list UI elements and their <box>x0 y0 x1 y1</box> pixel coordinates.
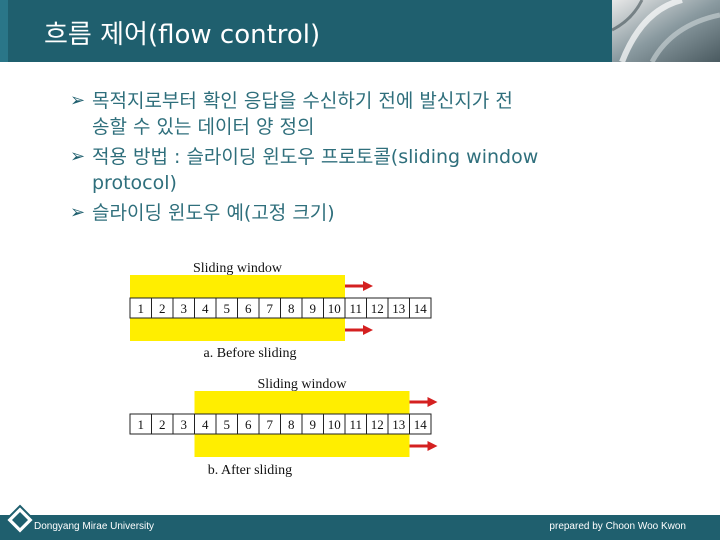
title-bar: 흐름 제어(flow control) <box>0 0 720 62</box>
before-frame-number: 6 <box>245 301 252 316</box>
before-arrow-top-head <box>363 281 373 291</box>
before-frame-number: 1 <box>138 301 145 316</box>
after-frame-number: 6 <box>245 417 252 432</box>
bullet-line: 슬라이딩 윈도우 예(고정 크기) <box>92 202 335 224</box>
before-frame-number: 7 <box>267 301 274 316</box>
bullet-line: 송할 수 있는 데이터 양 정의 <box>92 116 315 138</box>
before-frame-number: 14 <box>414 301 428 316</box>
bullet-line: 적용 방법 : 슬라이딩 윈도우 프로토콜(sliding window <box>92 146 539 168</box>
after-frame-number: 4 <box>202 417 209 432</box>
after-caption: b. After sliding <box>208 463 292 478</box>
before-caption: a. Before sliding <box>204 346 297 361</box>
footer-bar: Dongyang Mirae University prepared by Ch… <box>0 515 720 540</box>
before-frame-number: 3 <box>181 301 188 316</box>
after-frame-cell <box>409 413 432 435</box>
before-frame-number: 9 <box>310 301 317 316</box>
after-frame-number: 11 <box>349 417 362 432</box>
before-frame-number: 12 <box>371 301 384 316</box>
before-frame-number: 2 <box>159 301 166 316</box>
after-frame-number: 8 <box>288 417 295 432</box>
after-frame-number: 2 <box>159 417 166 432</box>
diamond-logo-icon <box>4 504 36 536</box>
after-frame-number: 1 <box>138 417 145 432</box>
before-frame-number: 11 <box>349 301 362 316</box>
bullet-arrow-icon: ➢ <box>70 202 86 223</box>
footer-author: prepared by Choon Woo Kwon <box>549 521 686 532</box>
before-frame-number: 8 <box>288 301 295 316</box>
after-frame-number: 10 <box>328 417 341 432</box>
after-window-label: Sliding window <box>257 377 347 392</box>
bullet-item: ➢ 목적지로부터 확인 응답을 수신하기 전에 발신지가 전 송할 수 있는 데… <box>70 88 690 140</box>
after-frame-number: 14 <box>414 417 428 432</box>
after-frame-number: 5 <box>224 417 231 432</box>
after-frame-number: 3 <box>181 417 188 432</box>
bullet-list: ➢ 목적지로부터 확인 응답을 수신하기 전에 발신지가 전 송할 수 있는 데… <box>70 88 690 230</box>
bullet-arrow-icon: ➢ <box>70 90 86 111</box>
after-frame-number: 7 <box>267 417 274 432</box>
after-arrow-top-head <box>427 397 438 407</box>
before-frame-number: 4 <box>202 301 209 316</box>
bullet-line: 목적지로부터 확인 응답을 수신하기 전에 발신지가 전 <box>92 90 513 112</box>
before-frame-number: 13 <box>392 301 405 316</box>
bullet-item: ➢ 슬라이딩 윈도우 예(고정 크기) <box>70 200 690 226</box>
before-frame-number: 10 <box>328 301 341 316</box>
bullet-line: protocol) <box>92 172 177 194</box>
bullet-item: ➢ 적용 방법 : 슬라이딩 윈도우 프로토콜(sliding window p… <box>70 144 690 196</box>
footer-university: Dongyang Mirae University <box>34 521 155 532</box>
before-frame-number: 5 <box>224 301 231 316</box>
title-accent <box>0 0 8 62</box>
bullet-arrow-icon: ➢ <box>70 146 86 167</box>
before-frame-cell <box>409 297 432 319</box>
slide-title: 흐름 제어(flow control) <box>44 20 321 50</box>
after-frame-number: 13 <box>392 417 405 432</box>
before-window-label: Sliding window <box>193 261 283 276</box>
after-frame-number: 9 <box>310 417 317 432</box>
after-frame-number: 12 <box>371 417 384 432</box>
after-arrow-bottom-head <box>427 441 438 451</box>
corner-decoration-image <box>612 0 720 62</box>
before-arrow-bottom-head <box>363 325 373 335</box>
